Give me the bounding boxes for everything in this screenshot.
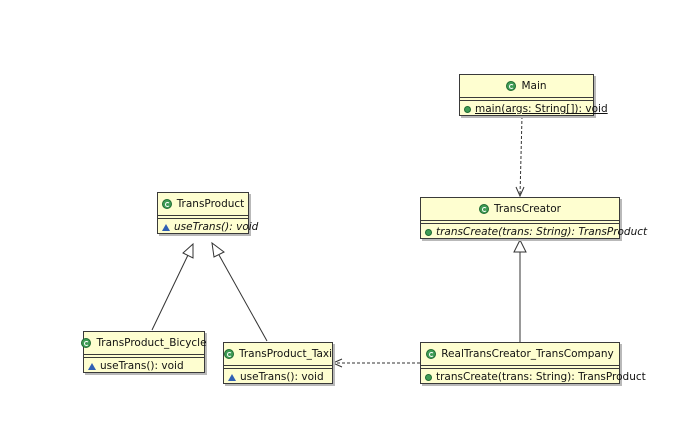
class-name: TransCreator bbox=[494, 203, 561, 215]
class-transproduct[interactable]: TransProduct useTrans(): void bbox=[157, 192, 258, 235]
operation[interactable]: useTrans(): void bbox=[158, 219, 258, 235]
class-icon bbox=[223, 349, 234, 359]
class-icon bbox=[81, 338, 92, 348]
dependency-arrowhead bbox=[331, 358, 343, 368]
class-icon bbox=[161, 199, 172, 209]
operation-signature: transCreate(trans: String): TransProduct bbox=[436, 371, 646, 383]
dependency-main-to-transcreator bbox=[519, 115, 523, 197]
class-transproduct-bicycle[interactable]: TransProduct_Bicycle useTrans(): void bbox=[81, 331, 207, 374]
generalization-taxi-to-product bbox=[218, 254, 268, 342]
class-name: TransProduct bbox=[176, 198, 245, 210]
operation[interactable]: main(args: String[]): void bbox=[460, 101, 608, 117]
package-visibility-icon bbox=[88, 362, 96, 370]
operation[interactable]: transCreate(trans: String): TransProduct bbox=[421, 224, 647, 240]
dependency-arrowhead bbox=[515, 186, 525, 198]
attributes-compartment bbox=[224, 366, 332, 369]
generalization-bicycle-to-product bbox=[151, 254, 189, 331]
public-visibility-icon bbox=[425, 373, 432, 381]
class-name: TransProduct_Bicycle bbox=[96, 337, 207, 349]
generalization-arrowhead bbox=[211, 241, 225, 258]
operation[interactable]: transCreate(trans: String): TransProduct bbox=[421, 369, 646, 385]
class-realtranscreator-transcompany[interactable]: RealTransCreator_TransCompany transCreat… bbox=[420, 342, 646, 385]
class-icon bbox=[506, 81, 517, 91]
package-visibility-icon bbox=[228, 373, 236, 381]
class-transcreator[interactable]: TransCreator transCreate(trans: String):… bbox=[420, 197, 647, 240]
class-name: Main bbox=[521, 80, 547, 92]
package-visibility-icon bbox=[162, 223, 170, 231]
class-name: TransProduct_Taxi bbox=[238, 348, 333, 360]
class-name: RealTransCreator_TransCompany bbox=[441, 348, 614, 360]
operation-signature: useTrans(): void bbox=[240, 371, 324, 383]
attributes-compartment bbox=[84, 355, 204, 358]
operation-signature: main(args: String[]): void bbox=[475, 103, 608, 115]
attributes-compartment bbox=[421, 221, 619, 224]
generalization-arrowhead bbox=[182, 242, 194, 259]
class-icon bbox=[479, 204, 490, 214]
public-visibility-icon bbox=[464, 105, 471, 113]
attributes-compartment bbox=[460, 98, 593, 101]
operation-signature: useTrans(): void bbox=[174, 221, 259, 233]
operation-signature: transCreate(trans: String): TransProduct bbox=[436, 226, 648, 238]
class-transproduct-taxi[interactable]: TransProduct_Taxi useTrans(): void bbox=[223, 342, 333, 384]
operation[interactable]: useTrans(): void bbox=[84, 358, 204, 374]
attributes-compartment bbox=[158, 216, 248, 219]
generalization-arrowhead bbox=[513, 238, 527, 253]
class-icon bbox=[426, 349, 437, 359]
operation[interactable]: useTrans(): void bbox=[224, 369, 332, 385]
attributes-compartment bbox=[421, 366, 619, 369]
public-visibility-icon bbox=[425, 228, 432, 236]
class-main[interactable]: Main main(args: String[]): void bbox=[459, 74, 608, 117]
operation-signature: useTrans(): void bbox=[100, 360, 184, 372]
